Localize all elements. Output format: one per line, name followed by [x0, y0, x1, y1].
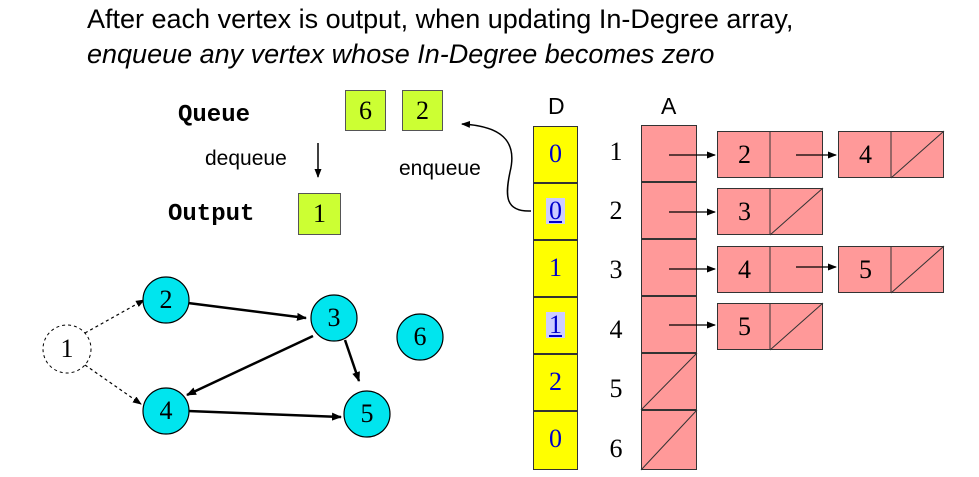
list-node-value: 4	[738, 255, 751, 284]
vertex-label: 1	[60, 334, 74, 363]
vertex-label: 3	[327, 303, 341, 332]
node-dividers	[769, 131, 892, 350]
indegree-value: 0	[549, 139, 562, 168]
vertex-label: 5	[360, 399, 374, 428]
adjacency-cell	[641, 182, 697, 239]
vertex-4	[142, 387, 190, 435]
indegree-cell: 1	[533, 297, 578, 354]
vertex-1-removed	[42, 324, 92, 374]
null-pointer-slashes	[640, 130, 945, 471]
row-index: 3	[609, 255, 623, 284]
vertex-6	[396, 313, 444, 361]
list-node-value: 5	[738, 312, 751, 341]
adjacency-header: A	[661, 93, 677, 119]
dequeue-label: dequeue	[205, 147, 287, 170]
row-index: 1	[609, 137, 623, 166]
adjacency-cell	[641, 125, 697, 182]
indegree-cell: 1	[533, 240, 578, 297]
indegree-value: 2	[549, 367, 562, 396]
row-index: 6	[609, 434, 623, 463]
vertex-label: 6	[413, 322, 427, 351]
pointer-arrows	[669, 151, 837, 329]
indegree-cell: 0	[533, 183, 578, 240]
vertex-3	[310, 294, 358, 342]
indegree-cell: 0	[533, 411, 578, 470]
output-item: 1	[298, 193, 341, 235]
indegree-cell: 0	[533, 126, 578, 183]
list-node-value: 4	[859, 140, 872, 169]
row-index: 4	[609, 315, 623, 344]
enqueue-label: enqueue	[399, 157, 481, 180]
vertex-label: 4	[159, 396, 173, 425]
indegree-header: D	[548, 93, 565, 119]
indegree-value: 1	[549, 253, 562, 282]
indegree-value: 0	[549, 424, 562, 453]
adjacency-cell	[641, 239, 697, 296]
indegree-value: 0	[546, 198, 565, 224]
vertex-label: 2	[159, 285, 173, 314]
list-node-value: 2	[738, 140, 751, 169]
heading-line-1: After each vertex is output, when updati…	[87, 4, 794, 34]
graph-edges	[84, 299, 361, 421]
queue-item: 2	[402, 90, 443, 131]
output-label: Output	[168, 201, 255, 228]
row-index: 2	[609, 196, 623, 225]
list-node-value: 5	[859, 255, 872, 284]
vertex-5	[343, 390, 391, 438]
vertex-2	[142, 276, 190, 324]
indegree-value: 1	[546, 312, 565, 338]
queue-label: Queue	[178, 102, 251, 129]
list-node-value: 3	[738, 197, 751, 226]
queue-item: 6	[345, 90, 386, 131]
enqueue-arrow	[461, 120, 532, 212]
indegree-cell: 2	[533, 354, 578, 411]
row-index: 5	[609, 374, 623, 403]
heading-line-2: enqueue any vertex whose In-Degree becom…	[87, 39, 715, 69]
